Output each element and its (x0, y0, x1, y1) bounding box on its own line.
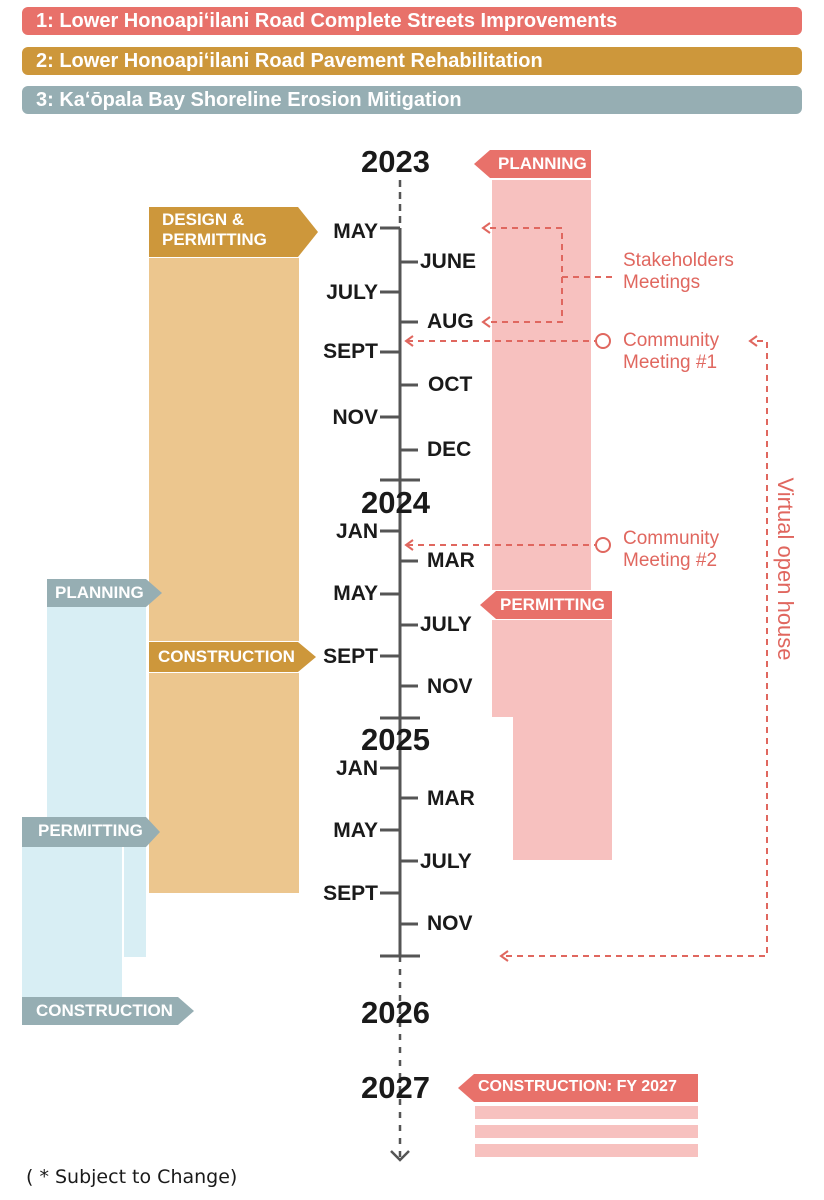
community1-line1: Community (623, 330, 720, 351)
p3-permitting-tag-shape (22, 817, 160, 847)
community2-line1: Community (623, 528, 720, 549)
month-label: MAR (427, 787, 475, 810)
legend-project-3: 3: Kaʻōpala Bay Shoreline Erosion Mitiga… (22, 86, 802, 114)
p2-design-tag-line1: DESIGN & (162, 210, 245, 229)
p3-planning-tag: PLANNING (55, 583, 144, 602)
p3-permitting-tag: PERMITTING (38, 821, 143, 840)
community2-line2: Meeting #2 (623, 550, 718, 571)
p1-planning-tag-shape (474, 150, 591, 178)
year-2026: 2026 (361, 995, 430, 1030)
month-label: JULY (326, 281, 378, 304)
month-label: JAN (335, 757, 378, 780)
month-label: MAY (333, 582, 378, 605)
month-label: JULY (420, 850, 472, 873)
month-label: SEPT (323, 645, 378, 668)
p2-design-tag-line2: PERMITTING (162, 230, 267, 249)
year-2027: 2027 (361, 1070, 430, 1105)
p1-construction-bar-2 (475, 1125, 698, 1138)
p2-bar (149, 258, 299, 893)
month-label: MAY (333, 819, 378, 842)
year-2023: 2023 (361, 144, 430, 179)
legend-project-2: 2: Lower Honoapiʻilani Road Pavement Reh… (22, 47, 802, 75)
p1-planning-tag: PLANNING (498, 154, 587, 173)
p3-construction-tag-shape (22, 997, 194, 1025)
month-label: NOV (427, 675, 473, 698)
p1-construction-tag: CONSTRUCTION: FY 2027 (478, 1078, 677, 1095)
p1-permitting-tag: PERMITTING (500, 595, 605, 614)
community-meeting-2-note: Community Meeting #2 (623, 528, 719, 572)
p3-permitting-bar (22, 847, 122, 999)
community1-line2: Meeting #1 (623, 352, 718, 373)
p2-design-tag: DESIGN & PERMITTING (162, 210, 267, 250)
p1-permitting-tag-shape (480, 591, 612, 619)
month-label: JULY (420, 613, 472, 636)
p3-construction-tag: CONSTRUCTION (36, 1001, 173, 1020)
stakeholders-note: Stakeholders Meetings (623, 250, 734, 294)
month-label: OCT (428, 373, 473, 396)
virtual-open-house-note: Virtual open house (773, 477, 798, 661)
legend-project-1: 1: Lower Honoapiʻilani Road Complete Str… (22, 7, 802, 35)
month-label: MAY (333, 220, 378, 243)
p2-construction-tag: CONSTRUCTION (158, 647, 295, 666)
p1-permitting-bar (513, 620, 612, 860)
year-2025: 2025 (361, 722, 430, 757)
month-label: SEPT (323, 882, 378, 905)
year-2024: 2024 (361, 485, 430, 520)
p2-design-tag-shape (149, 207, 318, 257)
month-label: AUG (427, 310, 474, 333)
month-label: DEC (427, 438, 472, 461)
p1-construction-bar-3 (475, 1144, 698, 1157)
p1-construction-tag-shape (458, 1074, 698, 1102)
month-label: JUNE (420, 250, 477, 273)
p3-planning-tag-shape (47, 579, 162, 607)
month-label: JAN (335, 520, 378, 543)
p1-construction-bar-1 (475, 1106, 698, 1119)
community-meeting-1-note: Community Meeting #1 (623, 330, 719, 374)
stakeholders-line1: Stakeholders (623, 250, 734, 271)
stakeholders-line2: Meetings (623, 272, 701, 293)
month-label: SEPT (323, 340, 378, 363)
month-label: MAR (427, 549, 475, 572)
footnote: ( * Subject to Change) (26, 1166, 238, 1188)
month-label: NOV (332, 406, 378, 429)
month-label: NOV (427, 912, 473, 935)
p2-construction-tag-shape (149, 642, 316, 672)
